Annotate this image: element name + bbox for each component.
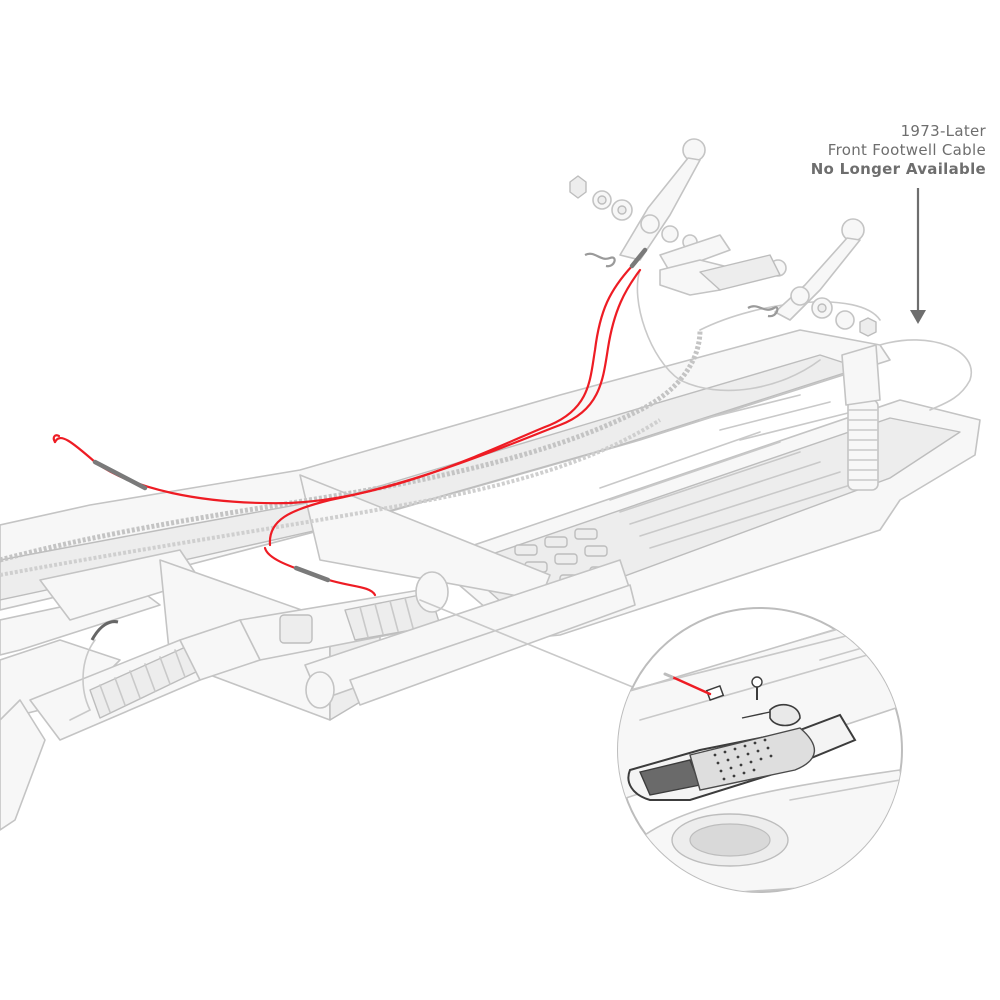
hardware-lever1 bbox=[569, 175, 698, 250]
floor-ribs bbox=[599, 394, 861, 549]
callout-part: Front Footwell Cable bbox=[827, 141, 986, 159]
heater-tubes bbox=[0, 559, 636, 831]
heater-levers bbox=[569, 138, 877, 337]
heater-outlet bbox=[627, 703, 857, 801]
magnifier-circle bbox=[617, 607, 903, 893]
callout-availability: No Longer Available bbox=[810, 160, 986, 178]
callout-year: 1973-Later bbox=[900, 122, 986, 140]
footwell-cable-callout: 1973-Later Front Footwell Cable No Longe… bbox=[756, 122, 986, 179]
rear-bellows bbox=[841, 344, 881, 491]
gray-cables bbox=[0, 269, 973, 721]
red-heater-cables bbox=[52, 247, 648, 597]
arrow-down-icon bbox=[910, 188, 926, 324]
